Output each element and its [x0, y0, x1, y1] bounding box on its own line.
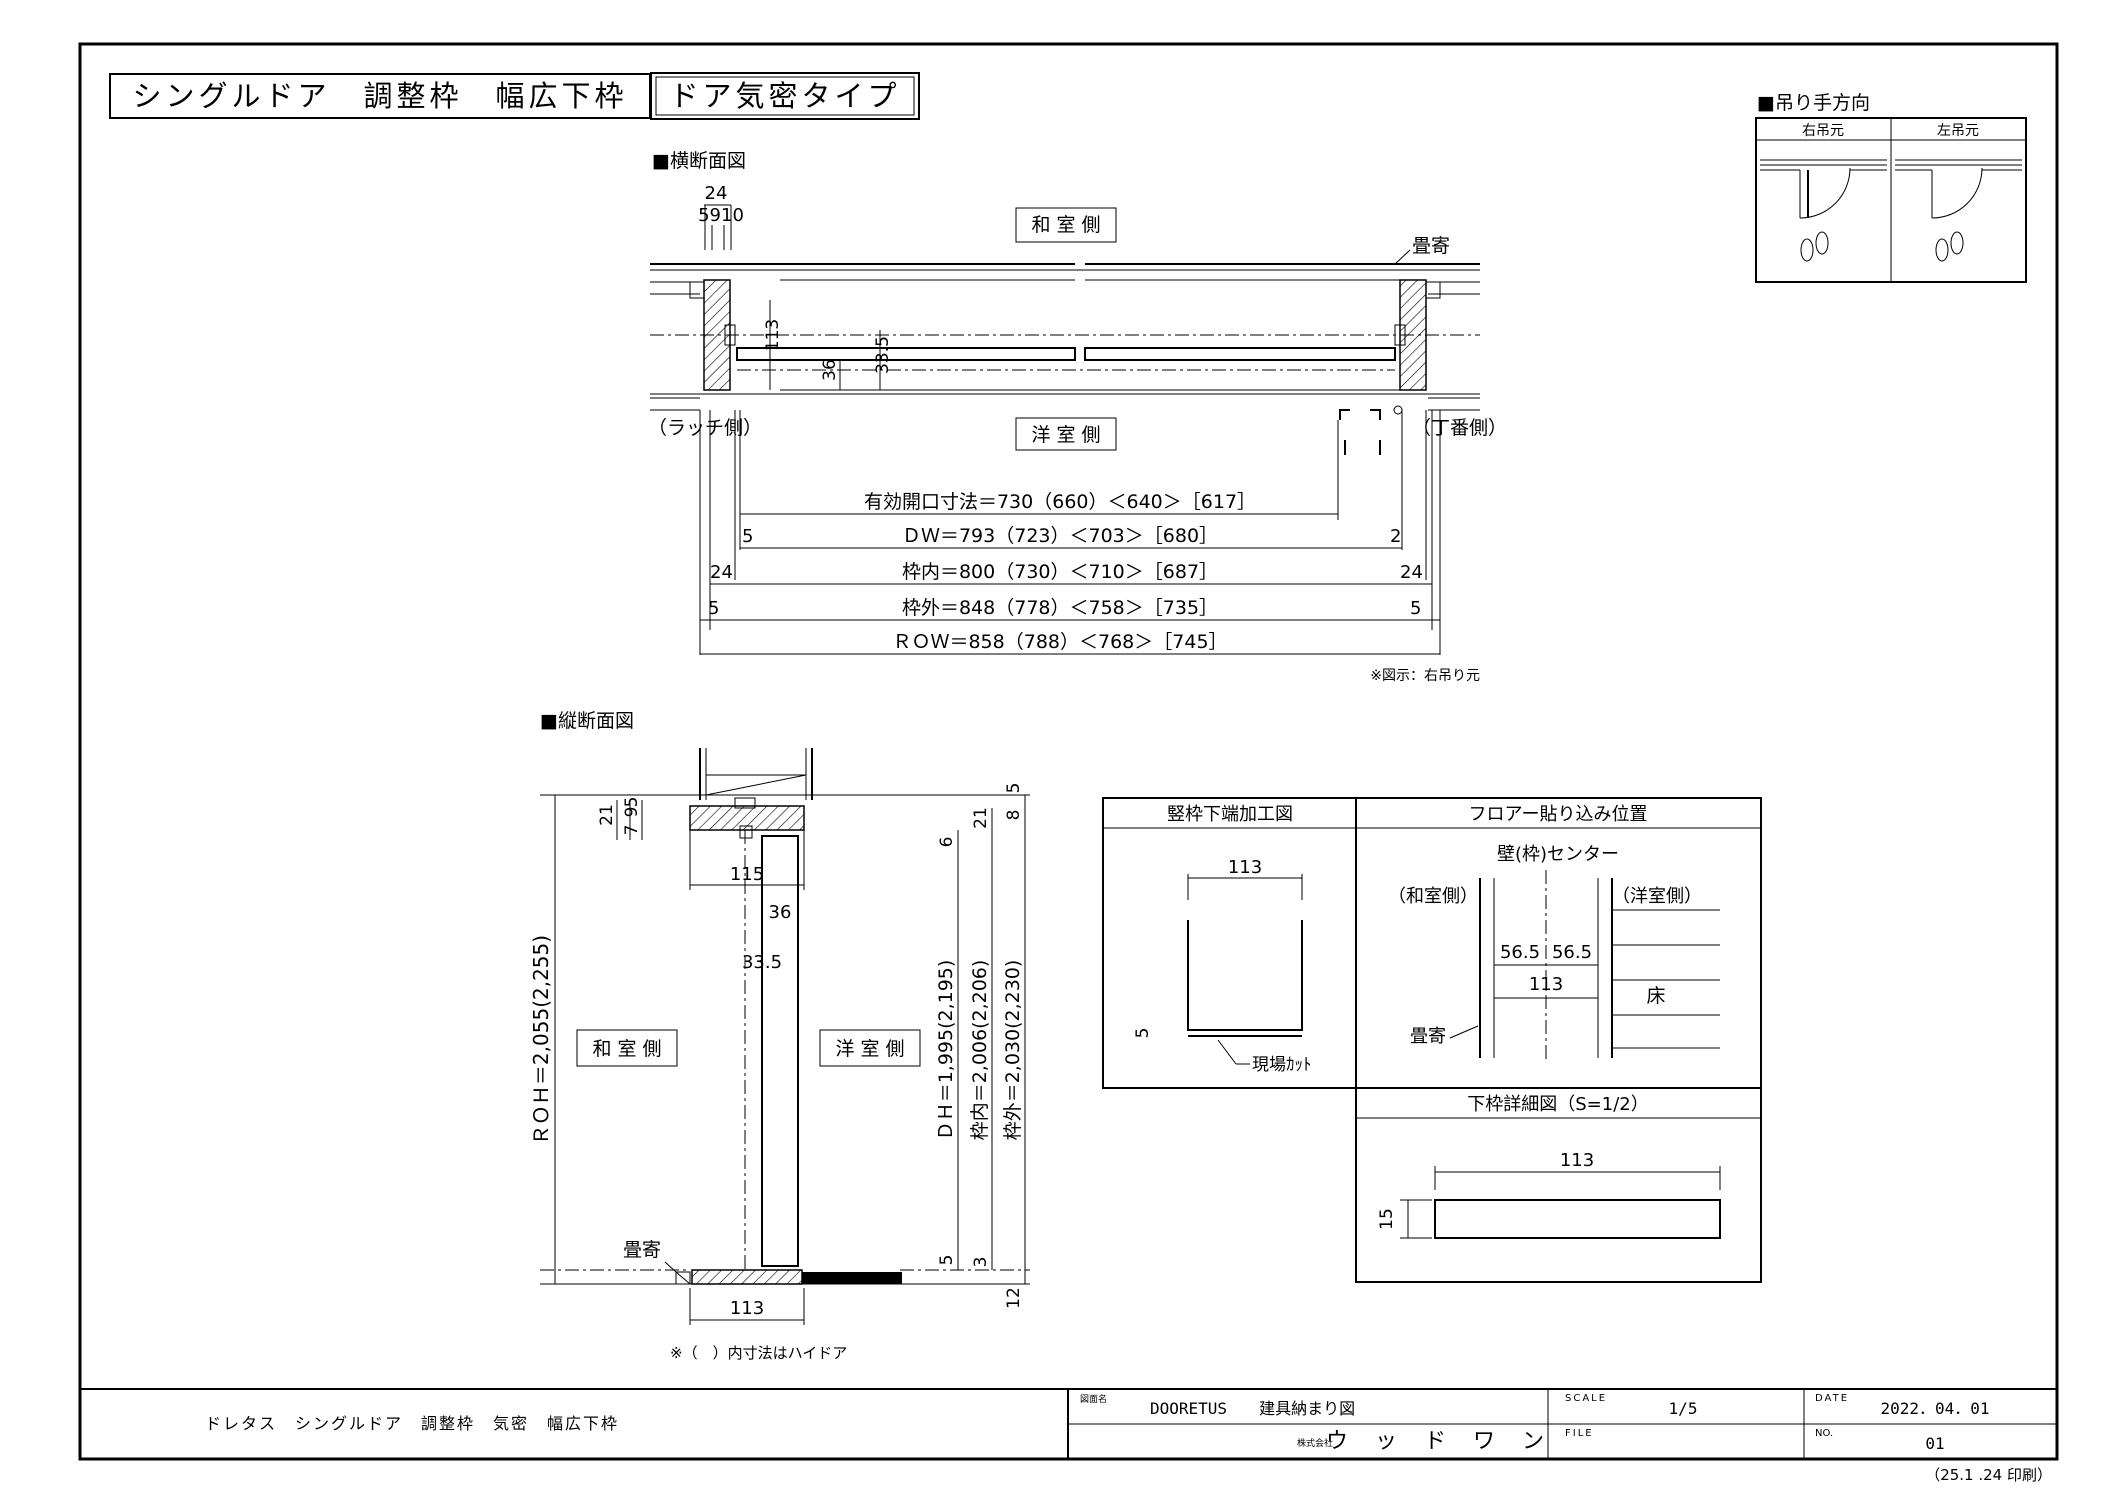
detail-boxes: 竪枠下端加工図 113 5 現場ｶｯﾄ フロアー貼り込み位置 壁(枠)センター …: [1102, 797, 1762, 1283]
tb-print-note: （25.1 .24 印刷）: [1925, 1466, 2052, 1484]
hsec-row: ＲＯＷ＝858（788）＜768＞［745］: [892, 631, 1227, 653]
bottom-width: 113: [1560, 1150, 1594, 1171]
tb-drawing-name: DOORETUS 建具納まり図: [1150, 1399, 1355, 1418]
hsec-fo-right: 5: [1410, 598, 1421, 619]
horizontal-section: ■横断面図 24 5910 和 室 側 洋 室 側 畳寄: [648, 150, 1507, 684]
vsec-heading: ■縦断面図: [540, 710, 634, 732]
vsec-d-115: 115: [730, 864, 764, 885]
vsec-d-21: 21: [597, 804, 617, 826]
tb-company-prefix: 株式会社: [1297, 1437, 1333, 1449]
hsec-dw-right: 2: [1390, 526, 1401, 547]
vsec-d-12: 12: [1004, 1287, 1024, 1309]
vsec-japanese-room: 和 室 側: [592, 1038, 661, 1060]
swing-heading: ■吊り手方向: [1757, 92, 1870, 114]
floor-label: 床: [1646, 985, 1665, 1007]
vsec-d-33-5: 33.5: [742, 952, 782, 973]
hsec-japanese-room: 和 室 側: [1031, 214, 1100, 236]
stile-title: 竪枠下端加工図: [1167, 804, 1293, 825]
title-sub: ドア気密タイプ: [669, 79, 900, 113]
hsec-hinge-side: （丁番側）: [1412, 417, 1507, 439]
swing-left-label: 左吊元: [1937, 123, 1979, 139]
tb-no: 01: [1925, 1434, 1944, 1453]
vsec-d-9: 9: [622, 807, 642, 818]
tb-company: ウ ッ ド ワ ン: [1326, 1429, 1554, 1454]
vsec-western-room: 洋 室 側: [835, 1038, 904, 1060]
floor-total: 113: [1529, 974, 1563, 995]
hsec-fi-left: 24: [710, 562, 733, 583]
floor-half-left: 56.5: [1500, 942, 1540, 963]
tb-scale: 1/5: [1669, 1399, 1698, 1418]
tb-no-label: NO.: [1815, 1428, 1833, 1439]
floor-center: 壁(枠)センター: [1497, 844, 1619, 865]
swing-direction: ■吊り手方向 右吊元 左吊元: [1755, 92, 2027, 283]
vertical-section: ■縦断面図 和 室 側 洋 室 側 ＲＯＨ＝2,055(2,255): [529, 710, 1030, 1362]
hsec-fo-left: 5: [708, 598, 719, 619]
vsec-d-3: 3: [971, 1257, 991, 1268]
vsec-d-8: 8: [1004, 810, 1024, 821]
tb-date: 2022．04．01: [1880, 1399, 1989, 1418]
footprints-icon: [1800, 231, 1964, 262]
floor-half-right: 56.5: [1552, 942, 1592, 963]
hsec-dim-24: 24: [705, 183, 728, 204]
stile-cut-label: 現場ｶｯﾄ: [1252, 1055, 1312, 1075]
hsec-frame-inner: 枠内＝800（730）＜710＞［687］: [902, 561, 1218, 583]
hsec-dim-113: 113: [763, 319, 783, 351]
bottom-height: 15: [1377, 1208, 1397, 1230]
tb-date-label: DATE: [1815, 1393, 1849, 1404]
stile-cut-dim: 5: [1133, 1028, 1153, 1039]
vsec-dh: ＤＨ＝1,995(2,195): [935, 960, 957, 1141]
stile-width: 113: [1228, 857, 1262, 878]
vsec-frame-outer: 枠外＝2,030(2,230): [1002, 960, 1024, 1141]
hsec-note: ※図示：右吊り元: [1370, 668, 1480, 684]
vsec-roh: ＲＯＨ＝2,055(2,255): [529, 935, 553, 1145]
vsec-d-5bottom: 5: [937, 1255, 957, 1266]
floor-west: （洋室側）: [1612, 886, 1702, 907]
vsec-d-36: 36: [769, 902, 792, 923]
title-header: シングルドア 調整枠 幅広下枠 ドア気密タイプ: [109, 72, 920, 120]
hsec-effective-opening: 有効開口寸法＝730（660）＜640＞［617］: [864, 491, 1256, 513]
hsec-dim-33-5: 33.5: [873, 336, 893, 374]
hsec-tatami-edge: 畳寄: [1412, 235, 1450, 257]
vsec-note: ※（ ）内寸法はハイドア: [670, 1344, 847, 1362]
vsec-tatami-edge: 畳寄: [623, 1239, 661, 1261]
vsec-d-5top: 5: [1004, 783, 1024, 794]
vsec-frame-inner: 枠内＝2,006(2,206): [969, 960, 991, 1141]
vsec-d-5a: 5: [622, 797, 642, 808]
swing-right-label: 右吊元: [1802, 123, 1844, 139]
hsec-dw: ＤＷ＝793（723）＜703＞［680］: [902, 525, 1218, 547]
floor-title: フロアー貼り込み位置: [1469, 804, 1648, 825]
title-block: ドレタス シングルドア 調整枠 気密 幅広下枠 図面名 DOORETUS 建具納…: [80, 1388, 2057, 1484]
hsec-dw-left: 5: [742, 526, 753, 547]
hsec-fi-right: 24: [1400, 562, 1423, 583]
hsec-latch-side: （ラッチ側）: [648, 417, 762, 439]
vsec-d-7: 7: [622, 825, 642, 836]
hsec-dim-5910: 5910: [698, 205, 744, 226]
tb-file-label: FILE: [1565, 1428, 1594, 1439]
vsec-d-6: 6: [937, 837, 957, 848]
vsec-d-113: 113: [730, 1298, 764, 1319]
hsec-frame-outer: 枠外＝848（778）＜758＞［735］: [902, 597, 1218, 619]
tb-description: ドレタス シングルドア 調整枠 気密 幅広下枠: [205, 1414, 619, 1433]
tb-drawing-name-label: 図面名: [1080, 1393, 1107, 1405]
vsec-d-21b: 21: [971, 807, 991, 829]
title-main: シングルドア 調整枠 幅広下枠: [132, 79, 627, 113]
bottom-title: 下枠詳細図（S=1/2）: [1467, 1094, 1648, 1115]
hsec-heading: ■横断面図: [652, 150, 746, 172]
floor-jp: （和室側）: [1388, 886, 1478, 907]
hsec-western-room: 洋 室 側: [1031, 424, 1100, 446]
hsec-dim-36: 36: [820, 359, 840, 381]
tb-scale-label: SCALE: [1565, 1393, 1607, 1404]
floor-tatami: 畳寄: [1410, 1026, 1446, 1047]
